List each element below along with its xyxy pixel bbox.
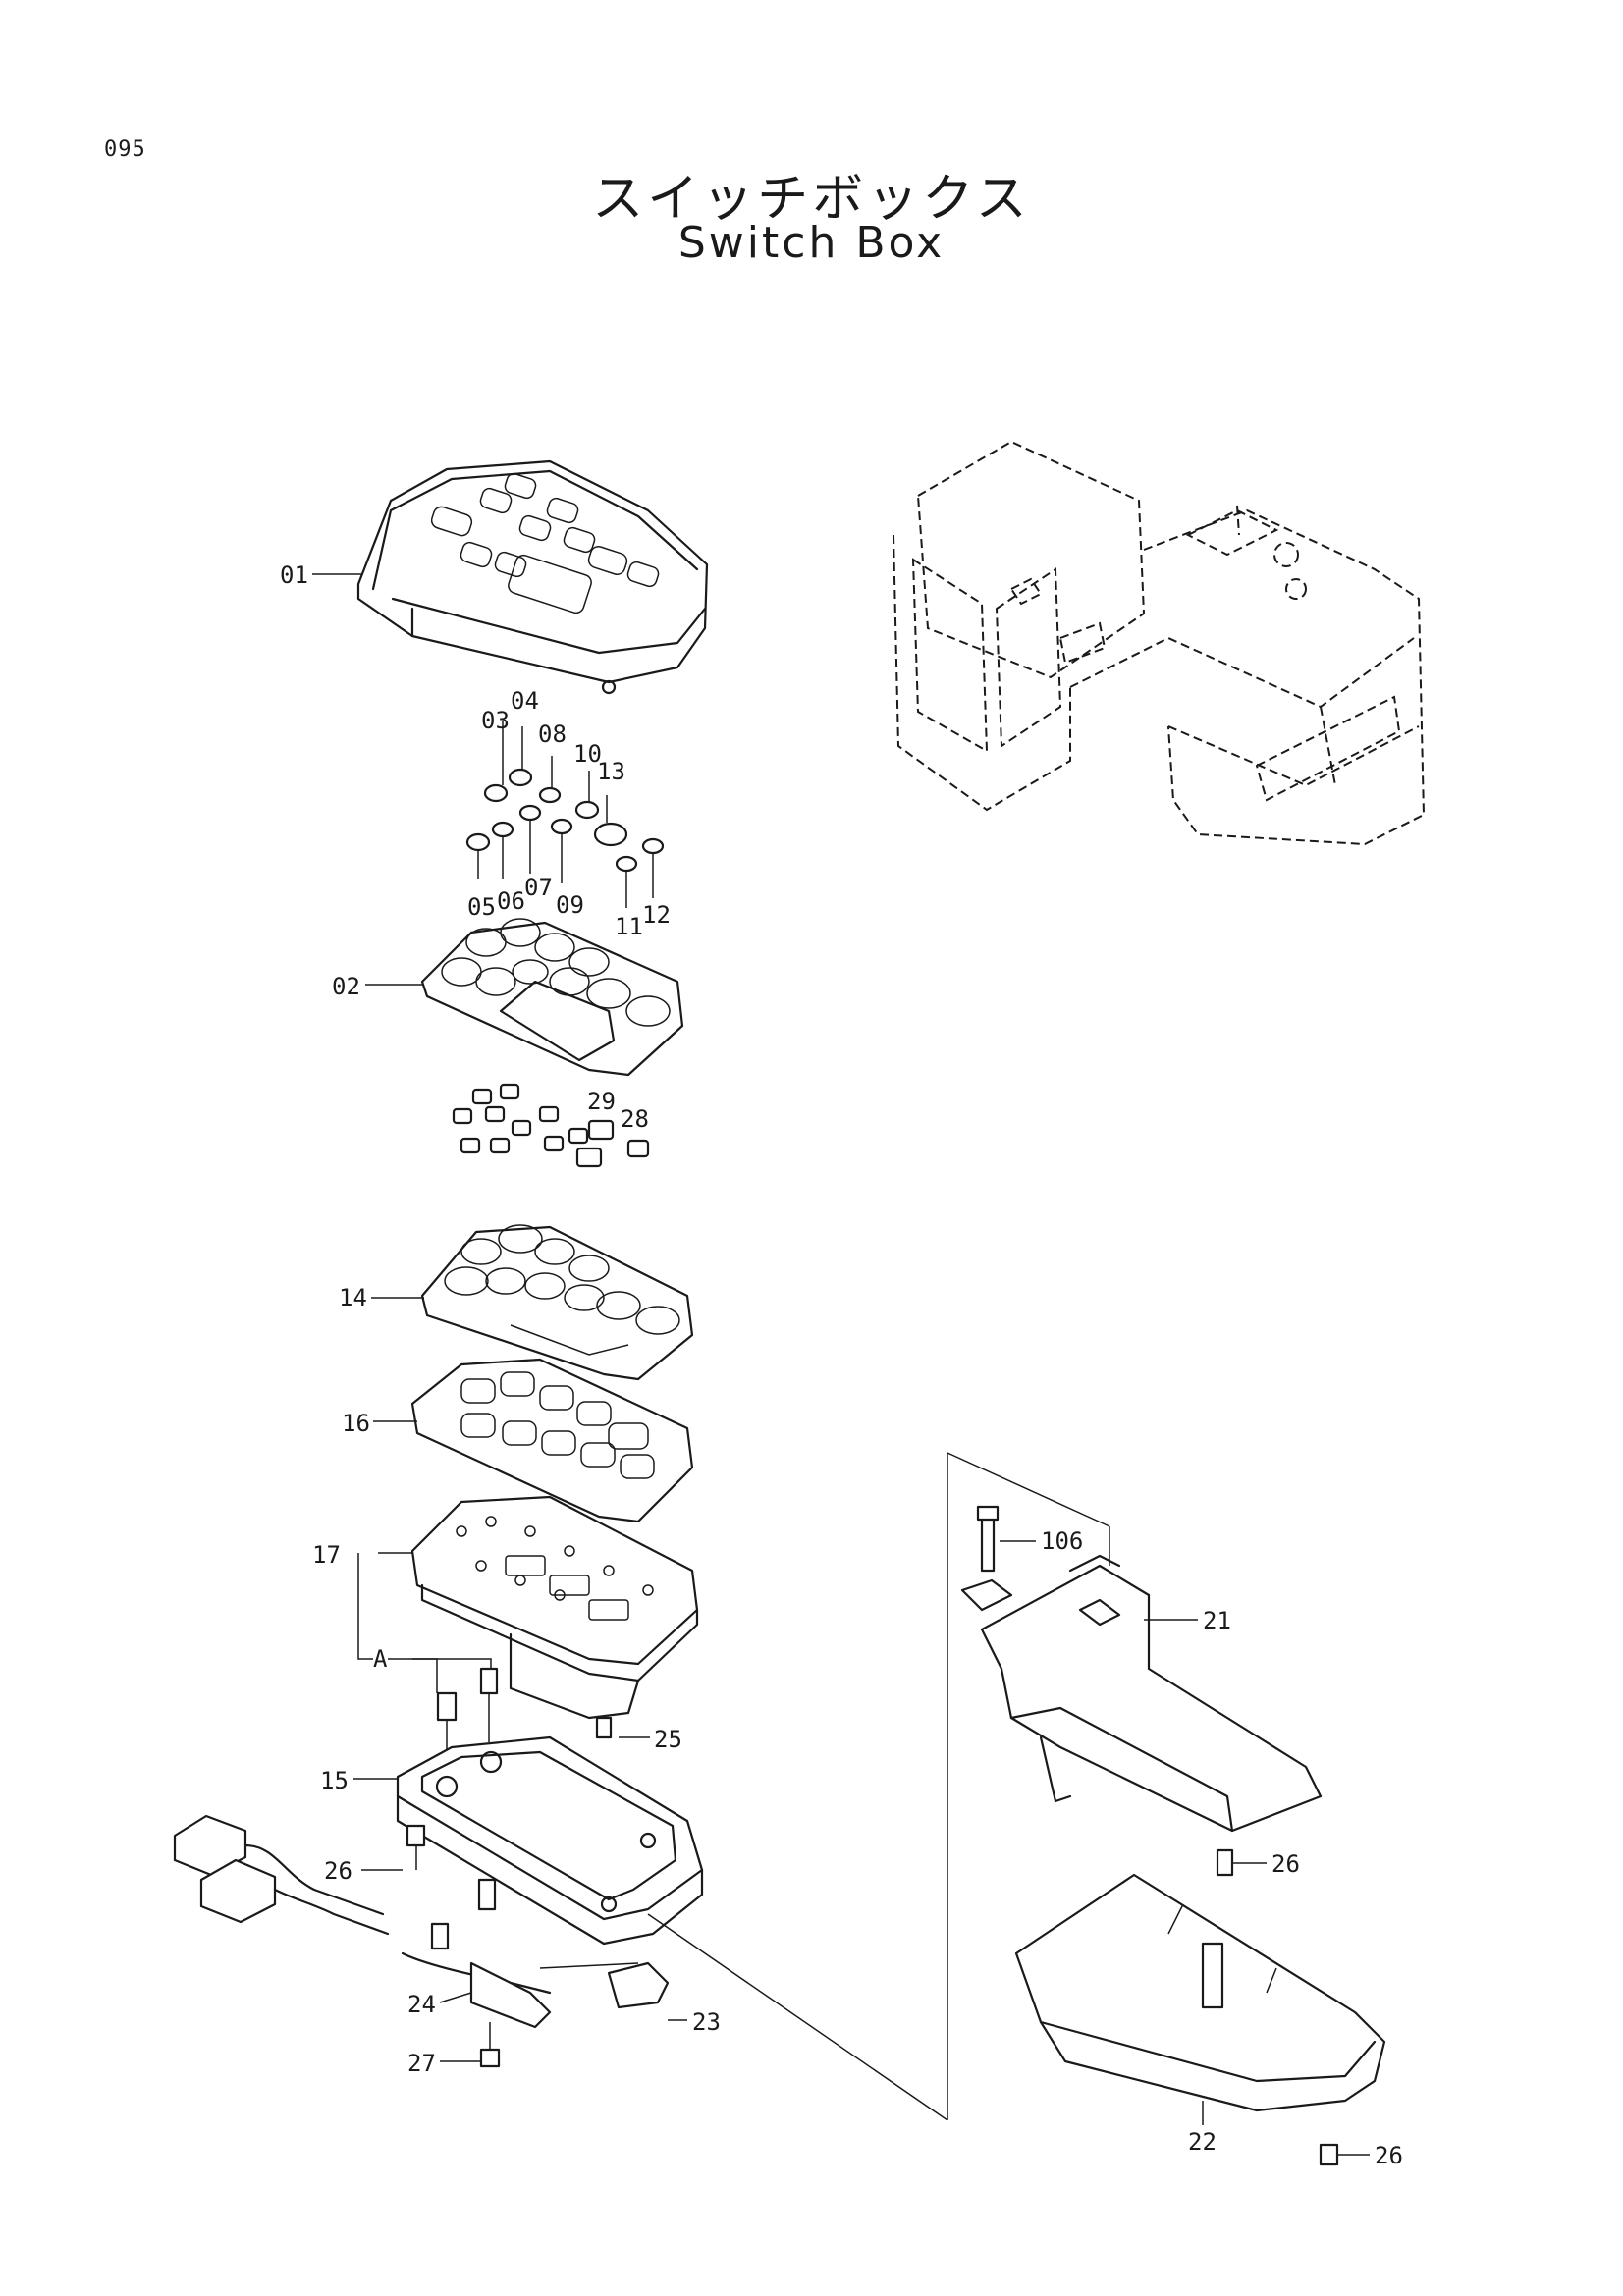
part-02-plate (420, 918, 684, 1077)
label-A: A (373, 1645, 388, 1673)
callout-labels: 01 02 03 04 05 06 07 08 09 10 11 12 13 1… (280, 561, 1403, 2169)
title-japanese: スイッチボックス (592, 170, 1031, 229)
wire-harness-and-connectors (173, 1814, 670, 2068)
label-28: 28 (621, 1105, 649, 1133)
page-number: 095 (104, 137, 146, 162)
part-01-cover (356, 459, 709, 695)
label-12: 12 (642, 901, 671, 929)
label-02: 02 (332, 973, 360, 1000)
label-23: 23 (692, 2008, 721, 2036)
label-10: 10 (573, 740, 602, 768)
label-26-left: 26 (324, 1857, 352, 1885)
label-22: 22 (1188, 2128, 1217, 2156)
label-01: 01 (280, 561, 308, 589)
label-08: 08 (538, 721, 567, 748)
label-16: 16 (342, 1410, 370, 1437)
label-03: 03 (481, 707, 510, 734)
label-06: 06 (497, 887, 525, 915)
part-15-case (396, 1735, 704, 1946)
button-caps-03-13 (465, 721, 665, 908)
lamps-28-29 (452, 1083, 650, 1168)
label-106: 106 (1041, 1527, 1083, 1555)
label-07: 07 (524, 874, 553, 901)
label-21: 21 (1203, 1607, 1231, 1634)
label-27: 27 (407, 2050, 436, 2077)
label-13: 13 (597, 758, 625, 785)
label-14: 14 (339, 1284, 367, 1311)
label-04: 04 (511, 687, 539, 715)
part-21-bracket (960, 1505, 1323, 1877)
title-english: Switch Box (677, 218, 946, 268)
label-15: 15 (320, 1767, 349, 1794)
excavator-location-view (893, 440, 1426, 846)
label-29: 29 (587, 1088, 616, 1115)
callout-leaders (312, 573, 1370, 2156)
label-26-cover: 26 (1375, 2142, 1403, 2169)
label-17: 17 (312, 1541, 341, 1569)
label-24: 24 (407, 1991, 436, 2018)
label-25: 25 (654, 1726, 682, 1753)
part-16-switch-panel (410, 1358, 694, 1523)
label-11: 11 (615, 913, 643, 940)
label-05: 05 (467, 893, 496, 921)
part-14-rubber-sheet (420, 1224, 694, 1381)
label-09: 09 (556, 891, 584, 919)
part-22-cover (1014, 1873, 1386, 2166)
bulbs-A-and-screw-25 (436, 1667, 613, 1757)
part-17-circuit-board (410, 1495, 699, 1720)
label-26-bracket: 26 (1271, 1850, 1300, 1878)
assembly-lines (647, 1452, 1110, 2121)
